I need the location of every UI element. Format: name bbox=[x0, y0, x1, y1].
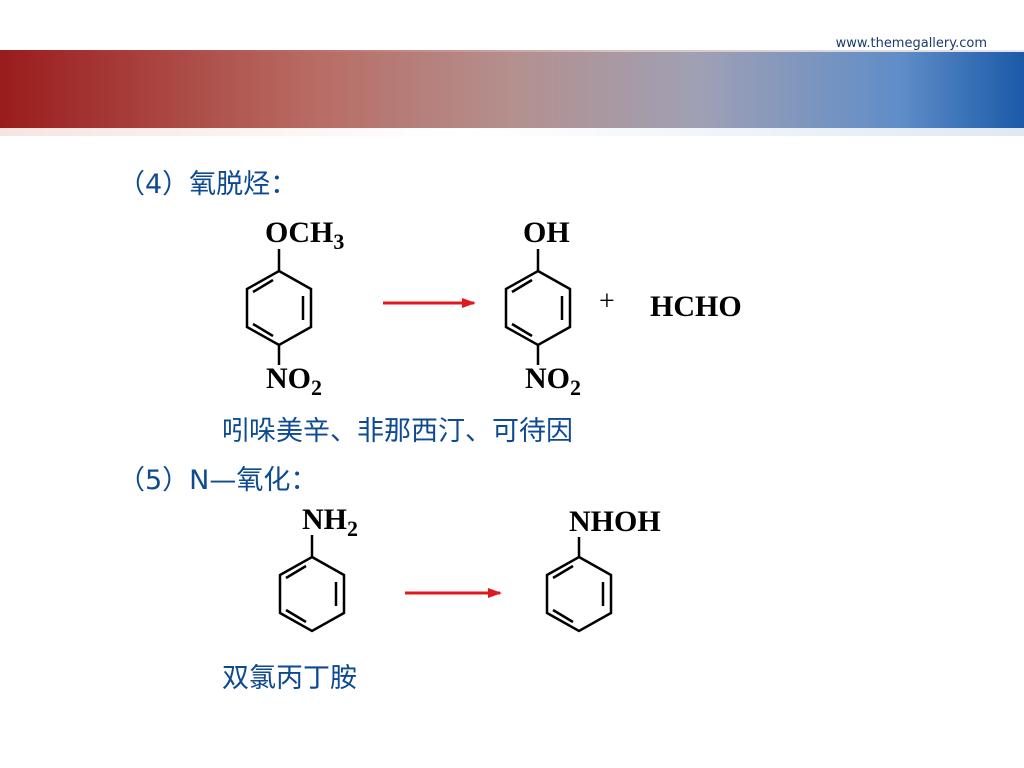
reactant-4-och3-label: OCH3 bbox=[265, 216, 344, 254]
website-url: www.themegallery.com bbox=[835, 36, 987, 51]
banner-fade-line bbox=[0, 128, 1024, 136]
product-4-benzene-ring bbox=[504, 269, 572, 347]
section-5-heading: （5）N—氧化： bbox=[118, 465, 318, 496]
product-5-nhoh-label: NHOH bbox=[569, 505, 661, 538]
reactant-5-benzene-ring bbox=[278, 555, 346, 633]
section-5-examples: 双氯丙丁胺 bbox=[222, 663, 357, 694]
reactant-5-nh2-label: NH2 bbox=[302, 503, 358, 541]
hcho-label: HCHO bbox=[650, 290, 742, 323]
product-4-oh-label: OH bbox=[523, 216, 570, 249]
plus-sign: + bbox=[599, 286, 615, 317]
reactant-4-no2-label: NO2 bbox=[266, 362, 322, 400]
section-4-heading: （4）氧脱烃： bbox=[118, 169, 298, 200]
reactant-4-benzene-ring bbox=[245, 269, 313, 347]
product-4-no2-label: NO2 bbox=[525, 362, 581, 400]
section-4-examples: 吲哚美辛、非那西汀、可待因 bbox=[222, 416, 573, 447]
product-5-benzene-ring bbox=[545, 555, 613, 633]
header-banner bbox=[0, 52, 1024, 128]
